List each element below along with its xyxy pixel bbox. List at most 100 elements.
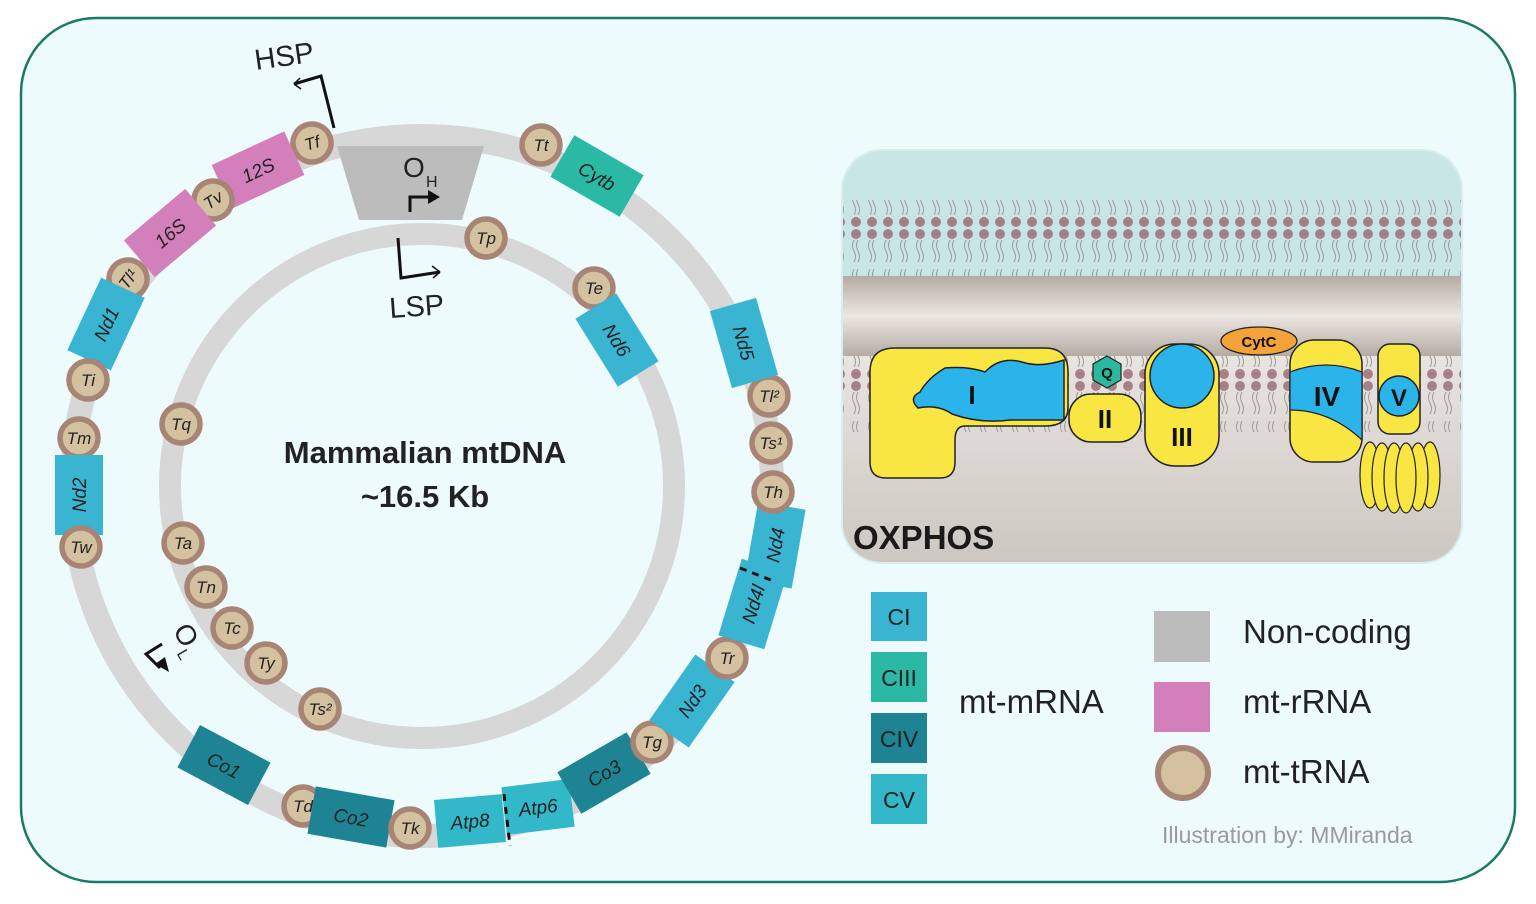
outer-gene-atp8: Atp8 (434, 794, 506, 848)
complex-v-head (1359, 441, 1441, 514)
inner-gene-tc-label: Tc (223, 619, 241, 638)
lsp-label: LSP (388, 289, 445, 325)
outer-gene-co3: Co3 (557, 732, 651, 814)
outer-gene-nd4: Nd4 (744, 501, 806, 589)
inner-gene-tc-shape (210, 606, 254, 650)
legend-ci-swatch (871, 592, 927, 641)
outer-gene-atp6-label: Atp6 (517, 796, 560, 822)
outer-gene-co3-shape (557, 732, 651, 814)
inner-gene-te-shape (572, 266, 616, 310)
outer-gene-tw-label: Tw (70, 538, 93, 557)
lsp-arrow (396, 237, 441, 280)
inner-gene-te-label: Te (585, 279, 603, 298)
inner-gene-ts-label: Ts² (309, 700, 333, 719)
complex-iii-label: III (1171, 422, 1193, 452)
lsp-arrow-head (431, 265, 441, 279)
outer-gene-tg-shape (630, 720, 674, 764)
oxphos-title: OXPHOS (853, 519, 994, 556)
outer-gene-atp6-shape (501, 779, 575, 835)
complex-ii-label: II (1098, 404, 1112, 434)
outer-gene-td-label: Td (293, 797, 313, 816)
outer-gene-cytb-shape (550, 135, 644, 217)
ubiquinone-label: Q (1101, 365, 1113, 382)
inner-gene-tq: Tq (159, 402, 203, 446)
outer-gene-tf: Tf (290, 121, 334, 165)
inner-gene-tq-shape (159, 402, 203, 446)
outer-gene-nd3-shape (649, 654, 735, 748)
complex-v-core (1378, 375, 1420, 417)
outer-gene-nd2-label: Nd2 (70, 477, 91, 512)
inner-gene-tn-shape (184, 565, 228, 609)
origin-h-subscript: H (426, 174, 438, 191)
outer-gene-tk-shape (388, 806, 432, 850)
legend-mrna-label: mt-mRNA (959, 683, 1104, 720)
outer-membrane (842, 200, 1462, 276)
outer-gene-tt-label: Tt (533, 136, 549, 155)
outer-gene-tl-label: Tl² (759, 387, 780, 406)
complex-iv-core (1289, 364, 1363, 442)
outer-gene-tw-shape (59, 525, 103, 569)
outer-gene-tt-shape (519, 123, 563, 167)
inner-gene-tn-label: Tn (196, 578, 216, 597)
outer-gene-nd2-shape (55, 455, 103, 535)
legend: CI CIII CIV CV mt-mRNA Non-coding mt-rRN… (871, 592, 1412, 824)
outer-gene-12s-shape (211, 131, 305, 209)
outer-gene-th: Th (751, 470, 795, 514)
cytochrome-c-label: CytC (1241, 334, 1276, 351)
inner-gene-ta: Ta (161, 521, 205, 565)
legend-rrna-swatch (1154, 682, 1210, 732)
outer-gene-co1-shape (177, 725, 271, 805)
legend-ciii-swatch (871, 652, 927, 702)
complex-iv-label: IV (1314, 381, 1341, 412)
origin-l-arrow-head (155, 657, 169, 672)
outer-gene-tm-label: Tm (67, 429, 92, 448)
origin-h-arrow (408, 195, 431, 212)
gene-overlap-separator (502, 793, 512, 847)
outer-gene-12s: 12S (211, 131, 305, 209)
legend-cv-label: CV (883, 787, 916, 813)
inner-gene-ta-shape (161, 521, 205, 565)
legend-ci-label: CI (888, 604, 911, 630)
outer-gene-nd5: Nd5 (709, 297, 779, 389)
outer-gene-nd1: Nd1 (67, 277, 145, 371)
outer-gene-co2-shape (307, 786, 395, 848)
outer-gene-tw: Tw (59, 525, 103, 569)
outer-gene-atp8-shape (434, 794, 506, 848)
inner-gene-nd6-shape (575, 293, 659, 387)
outer-gene-tk: Tk (388, 806, 432, 850)
outer-gene-16s: 16S (123, 188, 217, 278)
inner-gene-ty-label: Ty (257, 654, 276, 673)
inner-gene-te: Te (572, 266, 616, 310)
legend-civ-swatch (871, 713, 927, 763)
complex-v-label: V (1391, 385, 1407, 412)
inner-gene-tn: Tn (184, 565, 228, 609)
illustration-credit: Illustration by: MMiranda (1162, 822, 1413, 848)
inner-gene-ty: Ty (244, 641, 288, 685)
outer-gene-16s-shape (123, 188, 217, 278)
inner-gene-tp-label: Tp (476, 229, 496, 248)
inner-ring (159, 223, 685, 749)
outer-gene-nd2: Nd2 (55, 455, 103, 535)
inner-gene-nd6: Nd6 (575, 293, 659, 387)
cytochrome-c-shape (1220, 326, 1298, 356)
noncoding-region (337, 146, 484, 220)
legend-noncoding-label: Non-coding (1243, 613, 1412, 650)
outer-gene-nd5-shape (709, 297, 779, 389)
legend-cv-swatch (871, 774, 927, 824)
oxphos-panel: I Q II III CytC IV V OXPHOS (841, 149, 1463, 564)
outer-gene-co1: Co1 (177, 725, 271, 805)
inner-gene-tc: Tc (210, 606, 254, 650)
legend-trna-swatch (1155, 745, 1211, 801)
outer-gene-tr-label: Tr (720, 649, 736, 668)
legend-trna-label: mt-tRNA (1243, 753, 1370, 790)
outer-gene-tg: Tg (630, 720, 674, 764)
complex-ii-shape (1068, 393, 1142, 443)
hsp-arrow (293, 74, 336, 129)
outer-gene-tt: Tt (519, 123, 563, 167)
ubiquinone-shape (1092, 355, 1122, 389)
outer-gene-tr: Tr (705, 636, 749, 680)
complex-i-core (912, 358, 1065, 422)
inner-gene-ta-label: Ta (174, 534, 192, 553)
